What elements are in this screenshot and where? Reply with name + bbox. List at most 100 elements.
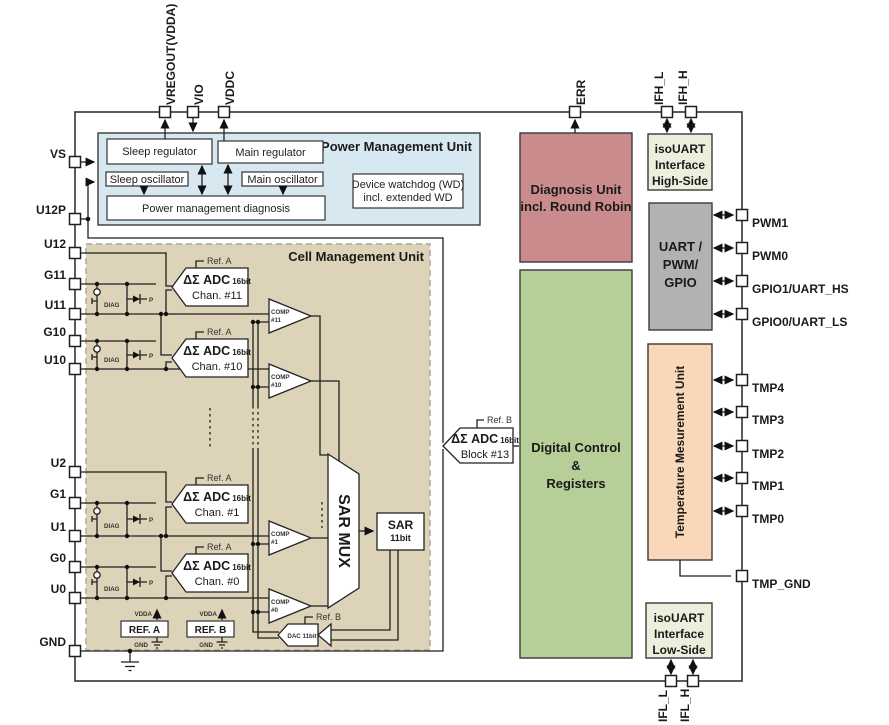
sleep-regulator-box	[106, 138, 213, 165]
svg-text:P: P	[149, 517, 153, 524]
pin-label-vio: VIO	[192, 84, 206, 105]
pin-label-u1: U1	[51, 520, 67, 534]
pin-label-gpio0: GPIO0/UART_LS	[752, 315, 847, 329]
watchdog-label-1: Device watchdog (WD)	[352, 179, 464, 191]
svg-text:GPIO: GPIO	[664, 275, 697, 290]
pin-label-tmp0: TMP0	[752, 512, 784, 526]
pin-pwm0	[735, 241, 749, 255]
svg-text:SAR MUX: SAR MUX	[335, 494, 352, 568]
ref-a-label: Ref. A	[207, 327, 232, 337]
main-regulator-label: Main regulator	[235, 147, 306, 159]
sar-mux: SAR MUX	[327, 452, 360, 610]
wires	[81, 117, 735, 676]
dac: DAC 11bit Ref. B	[277, 612, 341, 648]
pin-label-g0: G0	[50, 551, 66, 565]
pin-pwm1	[735, 208, 749, 222]
pin-gpio1	[735, 274, 749, 288]
pin-ifh-l	[660, 105, 674, 119]
pin-vddc	[217, 105, 231, 119]
dac-input-chevron	[316, 622, 332, 648]
pin-g1	[68, 496, 82, 510]
pin-label-g10: G10	[43, 325, 66, 339]
pin-label-tmp3: TMP3	[752, 413, 784, 427]
pin-squares	[68, 105, 749, 688]
svg-text:incl. Round Robin: incl. Round Robin	[520, 199, 631, 214]
pin-label-tmp2: TMP2	[752, 447, 784, 461]
pin-u11	[68, 307, 82, 321]
digital-control-registers: Digital Control & Registers	[519, 269, 633, 659]
svg-text:Interface: Interface	[655, 158, 705, 172]
pin-label-u0: U0	[51, 582, 67, 596]
ref-a-block: REF. A VDDA GND	[120, 611, 169, 649]
pin-vregout	[158, 105, 172, 119]
junction-dots	[85, 216, 261, 654]
isouart-interface-low-side: isoUART Interface Low-Side	[645, 602, 713, 659]
svg-text:P: P	[149, 297, 153, 304]
pin-label-vregout: VREGOUT(VDDA)	[164, 4, 178, 105]
temperature-measurement-unit: Temperature Mesurement Unit	[647, 343, 713, 561]
pin-gnd	[68, 644, 82, 658]
pin-label-u12p: U12P	[36, 203, 66, 217]
svg-text:Temperature Mesurement Unit: Temperature Mesurement Unit	[673, 366, 687, 538]
pin-tmp-gnd	[735, 569, 749, 583]
svg-text:Chan. #10: Chan. #10	[192, 361, 243, 373]
ref-a-label: Ref. A	[207, 256, 232, 266]
diagnosis-unit: Diagnosis Unit incl. Round Robin	[519, 132, 633, 263]
svg-text:P: P	[149, 580, 153, 587]
svg-text:#1: #1	[271, 539, 278, 546]
svg-text:#11: #11	[271, 317, 282, 324]
gnd-label: GND	[199, 642, 213, 649]
svg-text:REF. B: REF. B	[195, 625, 227, 636]
svg-text:Interface: Interface	[654, 627, 704, 641]
comparator-10: COMP #10	[268, 363, 313, 399]
pm-diagnosis-label: Power management diagnosis	[142, 203, 290, 215]
pin-gpio0	[735, 307, 749, 321]
pin-tmp2	[735, 439, 749, 453]
pin-label-u10: U10	[44, 353, 66, 367]
svg-text:Chan. #0: Chan. #0	[195, 576, 240, 588]
svg-text:DIAG: DIAG	[104, 523, 120, 530]
svg-text:COMP: COMP	[271, 599, 290, 606]
diag-circuit-0: DIAG P	[91, 567, 153, 598]
ref-a-label: Ref. A	[207, 542, 232, 552]
pin-label-g11: G11	[44, 268, 66, 282]
vdda-label: VDDA	[199, 611, 217, 618]
pin-label-vs: VS	[50, 147, 66, 161]
svg-text:Diagnosis Unit: Diagnosis Unit	[530, 182, 622, 197]
pin-label-pwm1: PWM1	[752, 216, 788, 230]
pm-diagnosis-box	[106, 195, 326, 221]
svg-text:High-Side: High-Side	[652, 174, 708, 188]
pin-label-u12: U12	[44, 237, 66, 251]
gnd-label: GND	[134, 642, 148, 649]
pin-label-tmp4: TMP4	[752, 381, 784, 395]
pin-u10	[68, 362, 82, 376]
svg-text:11bit: 11bit	[390, 533, 411, 543]
svg-text:DIAG: DIAG	[104, 357, 120, 364]
svg-text:PWM/: PWM/	[663, 257, 699, 272]
svg-text:Registers: Registers	[546, 476, 605, 491]
svg-text:#10: #10	[271, 382, 282, 389]
uart-pwm-gpio: UART / PWM/ GPIO	[648, 202, 713, 331]
svg-text:DIAG: DIAG	[104, 586, 120, 593]
pin-ifl-l	[664, 674, 678, 688]
watchdog-box	[352, 173, 464, 209]
pin-tmp0	[735, 504, 749, 518]
pin-label-g1: G1	[50, 487, 66, 501]
svg-text:P: P	[149, 353, 153, 360]
chip-boundary	[74, 111, 743, 682]
pin-tmp3	[735, 405, 749, 419]
svg-text:SAR: SAR	[388, 518, 414, 532]
pin-u1	[68, 529, 82, 543]
pin-tmp4	[735, 373, 749, 387]
pin-tmp1	[735, 471, 749, 485]
pin-u0	[68, 591, 82, 605]
pin-labels: VREGOUT(VDDA) VIO VDDC ERR IFH_L IFH_H V…	[36, 4, 849, 722]
isouart-interface-high-side: isoUART Interface High-Side	[647, 133, 713, 191]
svg-text:isoUART: isoUART	[654, 611, 705, 625]
